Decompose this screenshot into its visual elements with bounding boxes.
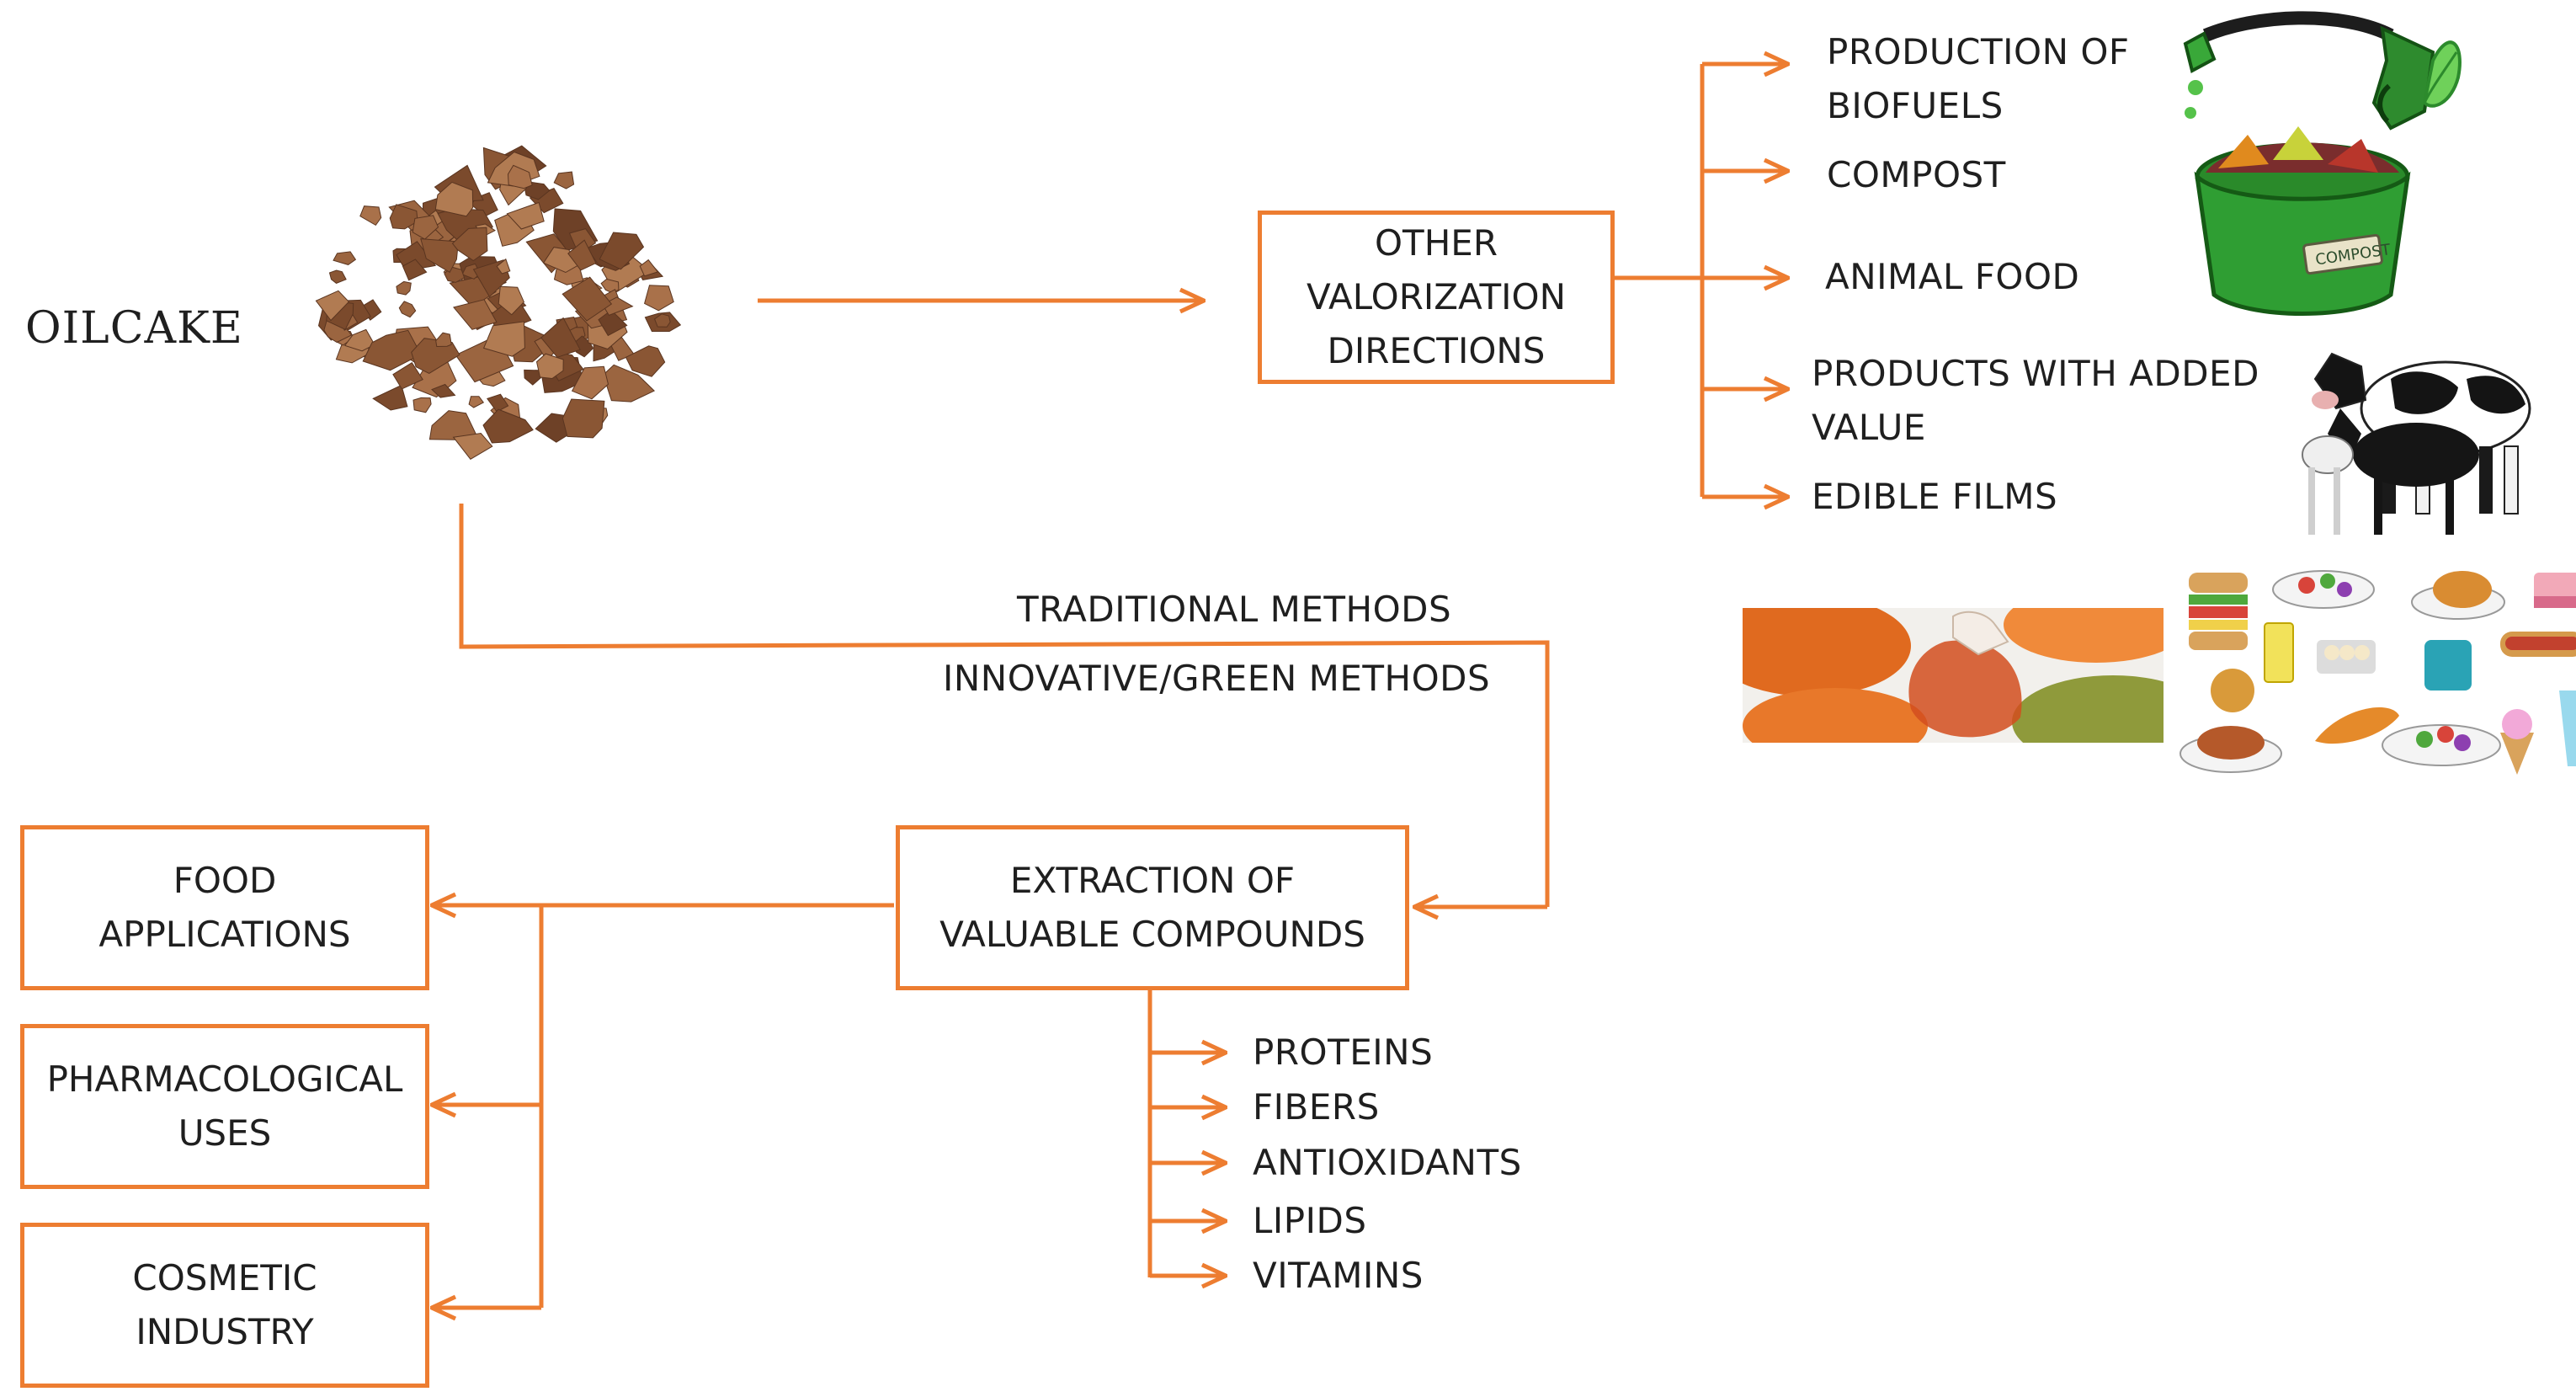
item-edible-films: EDIBLE FILMS [1812, 476, 2058, 517]
edible-films-image [1743, 608, 2164, 743]
source-label: OILCAKE [25, 303, 243, 354]
oilcake-flake [653, 313, 671, 328]
compound-vitamins: VITAMINS [1253, 1255, 1424, 1296]
method-traditional: TRADITIONAL METHODS [1017, 589, 1452, 630]
oilcake-flake [453, 299, 498, 330]
item-biofuels: PRODUCTION OF BIOFUELS [1827, 31, 2130, 126]
pharmacological-label: PHARMACOLOGICAL USES [46, 1058, 403, 1154]
oilcake-image [315, 145, 682, 460]
oilcake-flake [461, 263, 482, 280]
fuel-nozzle-image [2183, 11, 2462, 131]
extraction-box: EXTRACTION OF VALUABLE COMPOUNDS [896, 825, 1409, 990]
oilcake-flake [389, 204, 418, 230]
oilcake-flake [451, 227, 488, 262]
oilcake-flake [496, 258, 511, 275]
oilcake-flake [498, 285, 524, 316]
oilcake-flake [372, 384, 408, 411]
cattle-image [2302, 352, 2531, 535]
method-green: INNOVATIVE/GREEN METHODS [943, 658, 1491, 699]
oilcake-flake [362, 329, 422, 371]
oilcake-flake [529, 187, 564, 214]
other-directions-box: OTHER VALORIZATION DIRECTIONS [1258, 211, 1615, 384]
oilcake-flake [359, 205, 382, 227]
item-compost: COMPOST [1827, 154, 2006, 195]
oilcake-flake [412, 397, 432, 413]
oilcake-flake [600, 278, 620, 294]
oilcake-flake [540, 317, 581, 358]
oilcake-flake [571, 365, 609, 400]
oilcake-flake [553, 171, 575, 189]
oilcake-flake [468, 396, 485, 408]
oilcake-flake [625, 345, 666, 377]
oilcake-flake [535, 353, 564, 380]
oilcake-flake [434, 181, 474, 217]
oilcake-flake [333, 251, 357, 265]
oilcake-flake [402, 259, 428, 281]
oilcake-flake [644, 285, 674, 312]
oilcake-flake [431, 383, 456, 398]
compost-bucket-image: COMPOST [2194, 126, 2411, 316]
oilcake-flake [396, 280, 412, 296]
oilcake-flake [562, 398, 605, 439]
oilcake-flake [482, 321, 525, 357]
oilcake-flake [482, 408, 534, 444]
food-applications-box: FOOD APPLICATIONS [20, 825, 429, 990]
oilcake-flake [507, 164, 533, 189]
cosmetic-label: COSMETIC INDUSTRY [132, 1257, 317, 1352]
food-applications-label: FOOD APPLICATIONS [98, 860, 351, 955]
cosmetic-box: COSMETIC INDUSTRY [20, 1223, 429, 1388]
other-directions-label: OTHER VALORIZATION DIRECTIONS [1306, 222, 1567, 371]
oilcake-flake [452, 432, 493, 460]
oilcake-flake [411, 338, 460, 374]
oilcake-flake [567, 239, 597, 271]
extraction-label: EXTRACTION OF VALUABLE COMPOUNDS [939, 860, 1365, 955]
pharmacological-box: PHARMACOLOGICAL USES [20, 1024, 429, 1189]
oilcake-flake [343, 328, 375, 352]
food-collage-image [2179, 570, 2576, 775]
compound-proteins: PROTEINS [1253, 1032, 1434, 1073]
oilcake-flake [392, 362, 423, 390]
oilcake-flake [398, 301, 417, 318]
oilcake-flake [598, 309, 628, 337]
connector-to-extraction [459, 504, 1550, 907]
item-animal-food: ANIMAL FOOD [1825, 256, 2080, 297]
oilcake-flake [599, 232, 645, 270]
oilcake-flake [562, 276, 613, 322]
compound-fibers: FIBERS [1253, 1086, 1380, 1128]
oilcake-flake [328, 269, 347, 284]
oilcake-flake [435, 332, 452, 348]
oilcake-flake [315, 290, 350, 322]
compound-antioxidants: ANTIOXIDANTS [1253, 1142, 1522, 1183]
oilcake-flake [524, 369, 542, 386]
oilcake-flake [639, 259, 659, 277]
oilcake-flake [412, 215, 439, 240]
compound-lipids: LIPIDS [1253, 1200, 1367, 1241]
oilcake-flake [506, 201, 545, 230]
item-added-value: PRODUCTS WITH ADDED VALUE [1812, 353, 2259, 448]
